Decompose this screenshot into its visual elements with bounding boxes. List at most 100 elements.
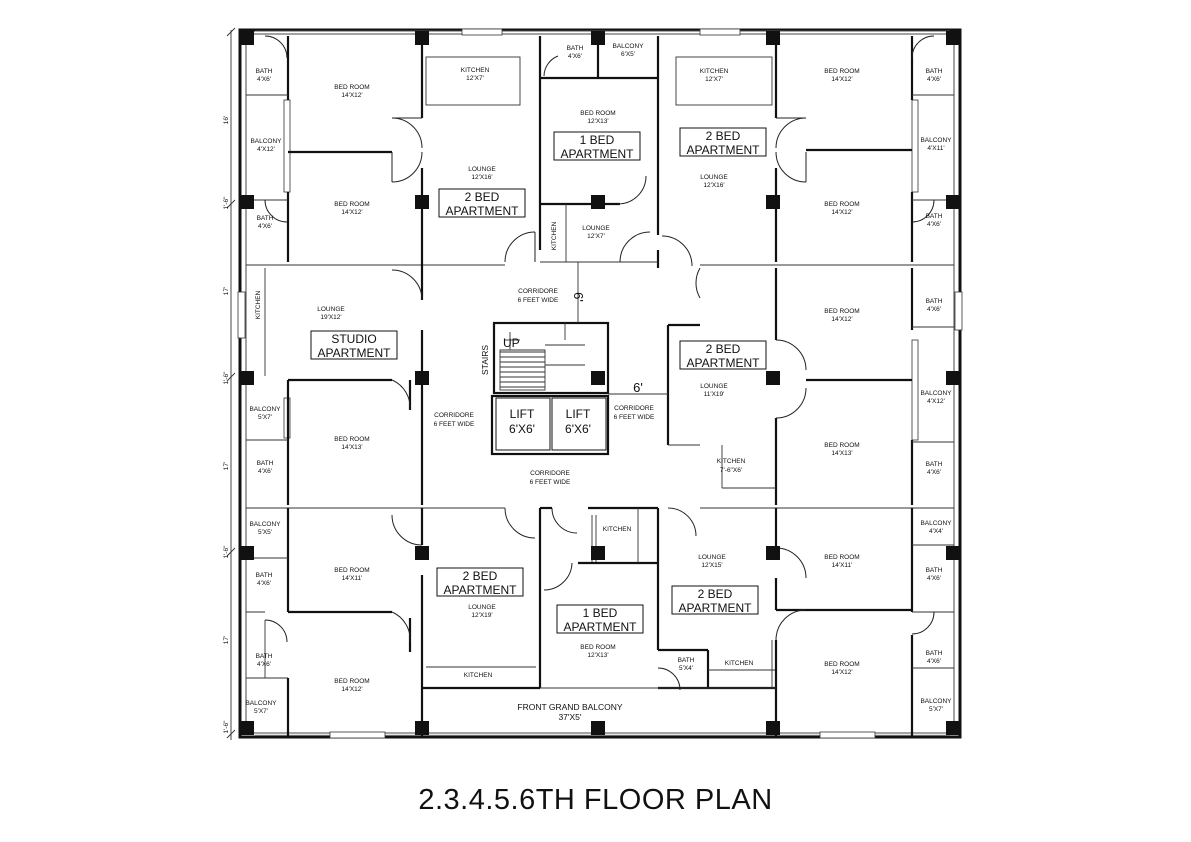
side-dimension: 16' [223, 116, 230, 124]
column [240, 195, 254, 209]
room-name: LOUNGE [700, 174, 728, 181]
room-name: BATH [256, 653, 273, 660]
column [591, 371, 605, 385]
room-size: 14'X12' [831, 209, 852, 216]
room-name: BED ROOM [334, 201, 369, 208]
room-name: KITCHEN [700, 68, 729, 75]
front-balcony-name: FRONT GRAND BALCONY [517, 702, 622, 712]
column [766, 195, 780, 209]
room-size: 12'X19' [471, 612, 492, 619]
side-dimension-labels: 16'1'-6"17'1'-6"17'1'-6"17'1'-6" [223, 116, 230, 734]
room-name: LOUNGE [468, 166, 496, 173]
room-name: BALCONY [250, 138, 282, 145]
apartment-label: APARTMENT [446, 204, 520, 218]
room-labels: BED ROOM14'X12'BATH4'X6'BALCONY4'X12'BED… [245, 43, 952, 715]
room-size: 14'X12' [831, 669, 852, 676]
room-size: 14'X12' [341, 686, 362, 693]
vertical-label: KITCHEN [255, 290, 262, 319]
lift-size: 6'X6' [565, 422, 591, 436]
area-label: CORRIDORE [518, 288, 558, 295]
apartment-label: APARTMENT [318, 346, 392, 360]
room-name: BED ROOM [824, 554, 859, 561]
room-size: 11'X19' [704, 391, 725, 398]
room-size: 5'X7' [254, 708, 268, 715]
apartment-label: APARTMENT [679, 601, 753, 615]
area-label: KITCHEN [464, 672, 493, 679]
room-name: BALCONY [920, 390, 952, 397]
apartment-label: 2 BED [706, 342, 741, 356]
apartment-label: 1 BED [580, 133, 615, 147]
area-label: 6 FEET WIDE [614, 414, 655, 421]
room-size: 4'X6' [927, 469, 941, 476]
room-name: BALCONY [245, 700, 277, 707]
room-size: 4'X6' [927, 658, 941, 665]
column [946, 546, 960, 560]
area-label: 6 FEET WIDE [518, 297, 559, 304]
room-name: BED ROOM [334, 567, 369, 574]
column [415, 195, 429, 209]
room-size: 12'X7' [466, 75, 484, 82]
column [415, 546, 429, 560]
area-labels: KITCHEN7'-6"X6'KITCHENKITCHENKITCHENCORR… [434, 288, 754, 679]
apartment-label-box [671, 585, 759, 615]
room-name: BALCONY [920, 698, 952, 705]
apartment-label: 2 BED [463, 569, 498, 583]
room-name: LOUNGE [317, 306, 345, 313]
room-size: 5'X7' [258, 414, 272, 421]
room-name: BATH [567, 45, 584, 52]
apartment-label-box [556, 604, 644, 634]
room-size: 12'X13' [587, 652, 608, 659]
room-name: BATH [256, 68, 273, 75]
front-balcony-size: 37'X5' [558, 712, 581, 722]
room-size: 4'X6' [258, 468, 272, 475]
room-size: 4'X12' [927, 398, 945, 405]
apartment-label: APARTMENT [687, 143, 761, 157]
column [415, 371, 429, 385]
room-size: 14'X12' [341, 92, 362, 99]
column [946, 31, 960, 45]
column [240, 371, 254, 385]
lift-size: 6'X6' [509, 422, 535, 436]
side-dimension: 17' [223, 636, 230, 644]
apartment-label: APARTMENT [444, 583, 518, 597]
apartment-label: 1 BED [583, 606, 618, 620]
room-size: 12'X13' [587, 118, 608, 125]
apartment-label: 2 BED [706, 129, 741, 143]
apartment-label-box [679, 127, 767, 157]
vertical-label: KITCHEN [551, 221, 558, 250]
vertical-labels: KITCHEN KITCHEN [255, 221, 558, 319]
column [240, 721, 254, 735]
room-size: 14'X12' [831, 316, 852, 323]
apartment-label-box [436, 567, 524, 597]
column [766, 721, 780, 735]
column [591, 721, 605, 735]
room-name: LOUNGE [698, 554, 726, 561]
apartment-label: 2 BED [698, 587, 733, 601]
room-size: 4'X6' [258, 223, 272, 230]
room-size: 12'X7' [587, 233, 605, 240]
room-name: BED ROOM [334, 436, 369, 443]
column [415, 721, 429, 735]
column [946, 721, 960, 735]
column [591, 546, 605, 560]
room-name: BALCONY [249, 406, 281, 413]
area-label: CORRIDORE [434, 412, 474, 419]
room-name: BED ROOM [824, 308, 859, 315]
room-name: BATH [926, 68, 943, 75]
room-name: BED ROOM [824, 68, 859, 75]
room-name: BATH [678, 657, 695, 664]
room-size: 4'X6' [257, 76, 271, 83]
room-name: BALCONY [249, 521, 281, 528]
area-label: 6 FEET WIDE [530, 479, 571, 486]
apartment-label-box [679, 340, 767, 370]
room-name: BATH [926, 650, 943, 657]
apartment-label: APARTMENT [561, 147, 635, 161]
room-name: BED ROOM [334, 84, 369, 91]
room-size: 4'X6' [927, 306, 941, 313]
apartment-label-box [310, 330, 398, 360]
apartment-label-box [438, 188, 526, 218]
dimension-labels: 6'6' [571, 292, 643, 395]
room-size: 4'X6' [257, 580, 271, 587]
